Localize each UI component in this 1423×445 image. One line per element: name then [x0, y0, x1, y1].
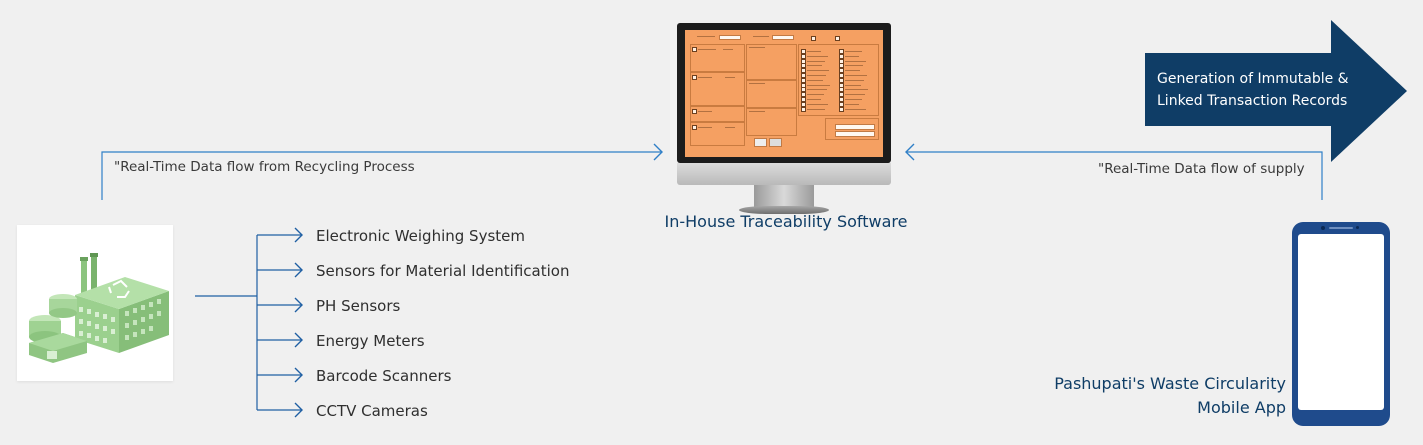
software-screen — [685, 30, 883, 157]
screen-checkbox — [801, 97, 806, 102]
transaction-records-text: Generation of Immutable & Linked Transac… — [1145, 68, 1387, 112]
monitor-chin — [677, 163, 891, 185]
screen-checkbox — [839, 68, 844, 74]
sensor-branch-arrowhead — [294, 367, 303, 383]
screen-checkbox — [839, 58, 844, 64]
left-flow-line — [101, 151, 662, 200]
sensor-branch-arrowhead — [294, 262, 303, 278]
screen-checkbox-label — [845, 65, 863, 67]
screen-checkbox-label — [845, 84, 861, 86]
screen-checkbox-label — [845, 75, 867, 76]
screen-checkbox-label — [807, 103, 828, 105]
left-flow-label: "Real-Time Data flow from Recycling Proc… — [114, 159, 415, 175]
sensor-barcode-scanners: Barcode Scanners — [316, 367, 452, 385]
screen-checkbox — [839, 82, 844, 88]
sensor-electronic-weighing: Electronic Weighing System — [316, 227, 525, 245]
sensor-branch-arrowhead — [294, 402, 303, 418]
screen-checkbox-label — [845, 55, 859, 57]
phone-sensor — [1356, 226, 1359, 229]
screen-checkbox — [801, 63, 806, 69]
screen-checkbox — [801, 106, 806, 112]
screen-checkbox — [839, 92, 844, 98]
screen-checkbox-label — [807, 65, 822, 67]
sensor-cctv-cameras: CCTV Cameras — [316, 402, 428, 420]
screen-checkbox-label — [807, 89, 827, 91]
phone-body — [1292, 222, 1390, 426]
screen-checkbox-label — [807, 108, 825, 110]
screen-checkbox-label — [845, 51, 862, 52]
screen-checkbox — [839, 106, 844, 112]
screen-checkbox-label — [807, 55, 828, 57]
screen-checkbox — [839, 63, 844, 69]
phone-screen — [1298, 234, 1384, 410]
screen-checkbox-label — [807, 84, 830, 86]
screen-checkbox-label — [807, 99, 821, 100]
sensor-branch-arrowhead — [294, 297, 303, 313]
left-flow-arrowhead — [653, 143, 663, 161]
screen-checkbox-label — [845, 108, 866, 110]
transaction-records-arrow — [1145, 20, 1407, 162]
right-flow-label: "Real-Time Data flow of supply — [1098, 161, 1305, 177]
factory-card — [17, 225, 173, 381]
screen-checkbox — [801, 77, 806, 83]
desktop-monitor-icon — [677, 23, 891, 214]
sensor-material-identification: Sensors for Material Identification — [316, 262, 570, 280]
screen-checkbox-label — [807, 51, 821, 52]
screen-checkbox-label — [845, 94, 865, 96]
screen-checkbox — [801, 82, 806, 88]
screen-checkbox-label — [807, 94, 824, 96]
screen-checkbox-label — [807, 75, 826, 76]
mobile-app-title: Pashupati's Waste Circularity Mobile App — [1040, 372, 1286, 420]
screen-checkbox — [801, 87, 806, 93]
sensor-ph: PH Sensors — [316, 297, 401, 315]
screen-checkbox — [839, 73, 844, 78]
screen-checkbox — [801, 49, 806, 54]
right-flow-arrowhead — [905, 143, 915, 161]
smartphone-icon — [1292, 222, 1390, 426]
screen-checkbox — [801, 68, 806, 74]
monitor-frame — [677, 23, 891, 163]
sensor-branch-arrowhead — [294, 227, 303, 243]
phone-camera — [1321, 226, 1325, 230]
screen-checkbox-label — [845, 60, 866, 62]
transaction-records-line-1: Generation of Immutable & — [1157, 71, 1349, 87]
mobile-app-title-line-1: Pashupati's Waste Circularity — [1054, 374, 1286, 393]
monitor-stand — [754, 185, 814, 209]
screen-checkbox — [801, 73, 806, 78]
screen-checkbox-label — [845, 103, 859, 105]
software-title: In-House Traceability Software — [664, 212, 908, 231]
screen-checkbox-label — [807, 60, 825, 62]
screen-checkbox-label — [845, 70, 860, 72]
screen-checkbox-label — [845, 89, 868, 91]
screen-checkbox — [801, 53, 806, 59]
mobile-app-title-line-2: Mobile App — [1197, 398, 1286, 417]
screen-checkbox-label — [845, 79, 864, 81]
screen-checkbox — [839, 101, 844, 107]
screen-checkbox — [839, 97, 844, 102]
sensor-branches — [257, 227, 303, 418]
sensor-branch-arrowhead — [294, 332, 303, 348]
transaction-records-line-2: Linked Transaction Records — [1157, 93, 1348, 109]
screen-checkbox — [801, 92, 806, 98]
screen-checkbox — [801, 58, 806, 64]
screen-checkbox-label — [807, 79, 823, 81]
phone-speaker — [1329, 227, 1353, 229]
recycling-factory-icon — [29, 253, 169, 363]
monitor-base — [739, 206, 829, 214]
screen-checkbox — [801, 101, 806, 107]
screen-checkbox — [839, 87, 844, 93]
screen-checkbox — [839, 53, 844, 59]
screen-checkbox — [839, 77, 844, 83]
sensor-energy-meters: Energy Meters — [316, 332, 425, 350]
screen-checkbox-label — [845, 99, 862, 100]
screen-checkbox-label — [807, 70, 829, 72]
right-flow-line — [906, 151, 1323, 200]
screen-checkbox — [839, 49, 844, 54]
